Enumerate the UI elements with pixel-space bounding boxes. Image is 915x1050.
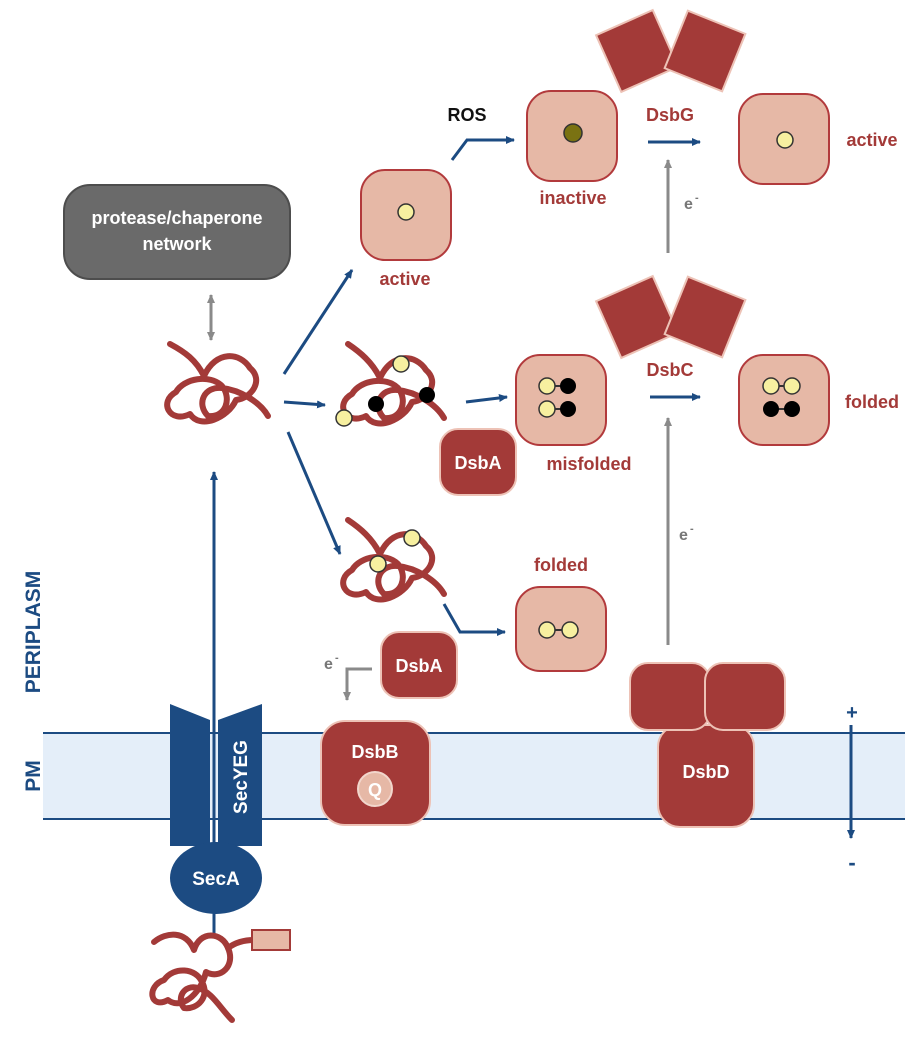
dsba-enzyme-1: DsbA	[439, 428, 517, 496]
secyeg-label: SecYEG	[231, 740, 252, 814]
active-label-1: active	[379, 269, 430, 289]
cysteine-circle-icon	[762, 377, 780, 395]
svg-text:e: e	[679, 527, 688, 544]
dsbb-membrane-protein: DsbB Q	[320, 720, 431, 826]
periplasm-label: PERIPLASM	[22, 571, 45, 694]
dsbg-label: DsbG	[646, 105, 694, 125]
quinone-icon	[357, 771, 393, 807]
cysteine-circle-icon	[776, 131, 794, 149]
oxidized-cysteine-icon	[563, 123, 583, 143]
electron-label-3: e -	[324, 652, 339, 673]
misfolded-protein	[515, 354, 607, 446]
cysteine-circle-icon	[392, 355, 410, 373]
cysteine-circle-icon	[538, 621, 556, 639]
cysteine-circle-icon	[560, 401, 576, 417]
dsba-label-1: DsbA	[454, 453, 501, 473]
misfolding-protein-chain	[335, 341, 447, 427]
dsbc-dimer	[594, 274, 747, 360]
dsbd-label: DsbD	[682, 762, 729, 782]
misfolded-label: misfolded	[546, 454, 631, 474]
active-protein-1	[360, 169, 452, 261]
dsbg-dimer	[594, 8, 747, 94]
cysteine-circle-icon	[538, 377, 556, 395]
folded-label-mid: folded	[534, 555, 588, 575]
electron-arrow-to-dsbb	[343, 667, 372, 701]
svg-text:-: -	[695, 192, 699, 204]
dsbd-membrane-protein: DsbD	[629, 662, 786, 828]
svg-text:-: -	[690, 523, 694, 535]
protease-chaperone-network: protease/chaperone network	[63, 184, 291, 280]
inactive-label: inactive	[539, 188, 606, 208]
electron-label-2: e -	[679, 523, 694, 544]
dsbc-label: DsbC	[646, 360, 693, 380]
active-protein-2	[738, 93, 830, 185]
ros-label: ROS	[447, 105, 486, 125]
svg-text:e: e	[324, 656, 333, 673]
cysteine-circle-icon	[561, 621, 579, 639]
cysteine-circle-icon	[369, 555, 387, 573]
quinone-label: Q	[368, 780, 382, 800]
arrow-to-folding-protein	[286, 431, 342, 555]
cysteine-circle-icon	[397, 203, 415, 221]
svg-text:-: -	[335, 652, 339, 664]
arrow-to-misfolding-protein	[283, 400, 326, 409]
cysteine-circle-icon	[368, 396, 384, 412]
cysteine-circle-icon	[419, 387, 435, 403]
signal-peptide-icon	[251, 929, 291, 951]
seca-atpase: SecA	[170, 842, 262, 914]
membrane-potential-arrow: + -	[846, 702, 858, 875]
cysteine-circle-icon	[784, 401, 800, 417]
electron-label-1: e -	[684, 192, 699, 213]
cysteine-circle-icon	[403, 529, 421, 547]
dsbb-label: DsbB	[351, 742, 398, 762]
folded-protein-mid	[515, 586, 607, 672]
potential-plus-label: +	[846, 702, 858, 724]
inactive-protein	[526, 90, 618, 182]
network-label-line2: network	[142, 234, 212, 254]
cysteine-circle-icon	[763, 401, 779, 417]
potential-minus-label: -	[848, 850, 855, 875]
seca-label: SecA	[192, 869, 240, 890]
cysteine-circle-icon	[783, 377, 801, 395]
folded-label-right: folded	[845, 392, 899, 412]
dsba-enzyme-2: DsbA	[380, 631, 458, 699]
unfolded-protein-icon	[164, 341, 271, 425]
secyeg-translocon: SecYEG	[170, 704, 262, 846]
network-label-line1: protease/chaperone	[91, 208, 262, 228]
preprotein-icon	[149, 931, 257, 1023]
cysteine-circle-icon	[560, 378, 576, 394]
dsba-label-2: DsbA	[395, 656, 442, 676]
svg-text:e: e	[684, 196, 693, 213]
arrow-to-misfolded	[465, 393, 508, 404]
arrow-to-active-protein	[282, 269, 354, 375]
folding-protein-chain	[340, 517, 447, 603]
active-label-2: active	[846, 130, 897, 150]
pm-label: PM	[22, 760, 45, 792]
ros-arrow	[450, 136, 515, 161]
cysteine-circle-icon	[335, 409, 353, 427]
arrow-to-folded-mid	[442, 603, 506, 636]
folded-protein-right	[738, 354, 830, 446]
cysteine-circle-icon	[538, 400, 556, 418]
